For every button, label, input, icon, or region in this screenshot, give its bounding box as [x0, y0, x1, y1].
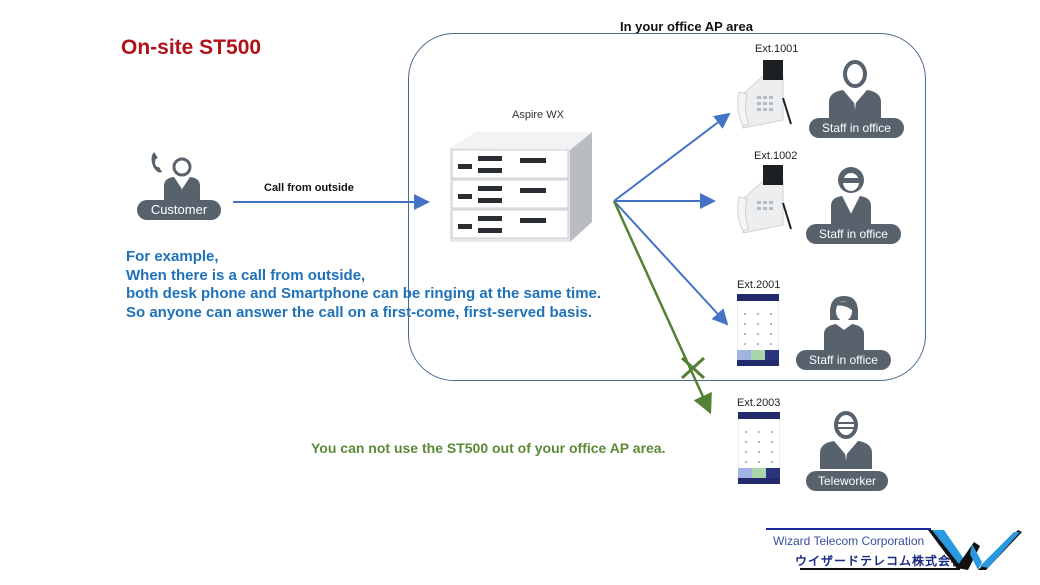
arrow-to-ext2001 [613, 200, 729, 326]
ext-2001-label: Ext.2001 [737, 279, 781, 291]
staff-label-1002: Staff in office [806, 224, 901, 244]
smartphone-dialer-icon [736, 293, 780, 371]
description-line: So anyone can answer the call on a first… [126, 303, 592, 321]
arrow-to-ext2003 [612, 200, 712, 415]
female-staff-glasses-icon [829, 166, 873, 224]
logo-bottom-rule [800, 568, 960, 570]
logo-top-rule [766, 528, 931, 530]
pbx-server-icon [450, 130, 595, 250]
call-from-outside-label: Call from outside [264, 182, 354, 194]
customer-with-phone-icon [148, 148, 208, 207]
description-text: For example, When there is a call from o… [126, 248, 601, 322]
blocked-x-icon [680, 356, 706, 380]
description-line: When there is a call from outside, [126, 266, 366, 284]
staff-label-1001: Staff in office [809, 118, 904, 138]
desk-phone-icon [735, 163, 795, 240]
ext-2003-label: Ext.2003 [737, 397, 781, 409]
customer-label: Customer [137, 200, 221, 220]
ext-1001-label: Ext.1001 [755, 43, 799, 55]
female-staff-icon [822, 294, 866, 350]
ext-1002-label: Ext.1002 [754, 150, 798, 162]
office-ap-area [408, 33, 926, 381]
server-label: Aspire WX [512, 109, 564, 121]
smartphone-dialer-icon [737, 411, 781, 489]
ap-area-label: In your office AP area [620, 19, 753, 34]
male-staff-icon [829, 60, 881, 118]
male-teleworker-glasses-icon [820, 411, 872, 469]
description-line: For example, [126, 248, 219, 265]
staff-label-2001: Staff in office [796, 350, 891, 370]
arrow-to-ext1001 [613, 112, 731, 202]
desk-phone-icon [735, 58, 795, 135]
warning-text: You can not use the ST500 out of your of… [311, 440, 666, 456]
teleworker-label: Teleworker [806, 471, 888, 491]
wizard-w-logo-icon [928, 528, 1023, 578]
logo-company-en: Wizard Telecom Corporation [773, 534, 925, 548]
page-title: On-site ST500 [121, 36, 262, 59]
logo-company-jp: ウイザードテレコム株式会社 [795, 554, 965, 568]
description-line: both desk phone and Smartphone can be ri… [126, 285, 602, 302]
